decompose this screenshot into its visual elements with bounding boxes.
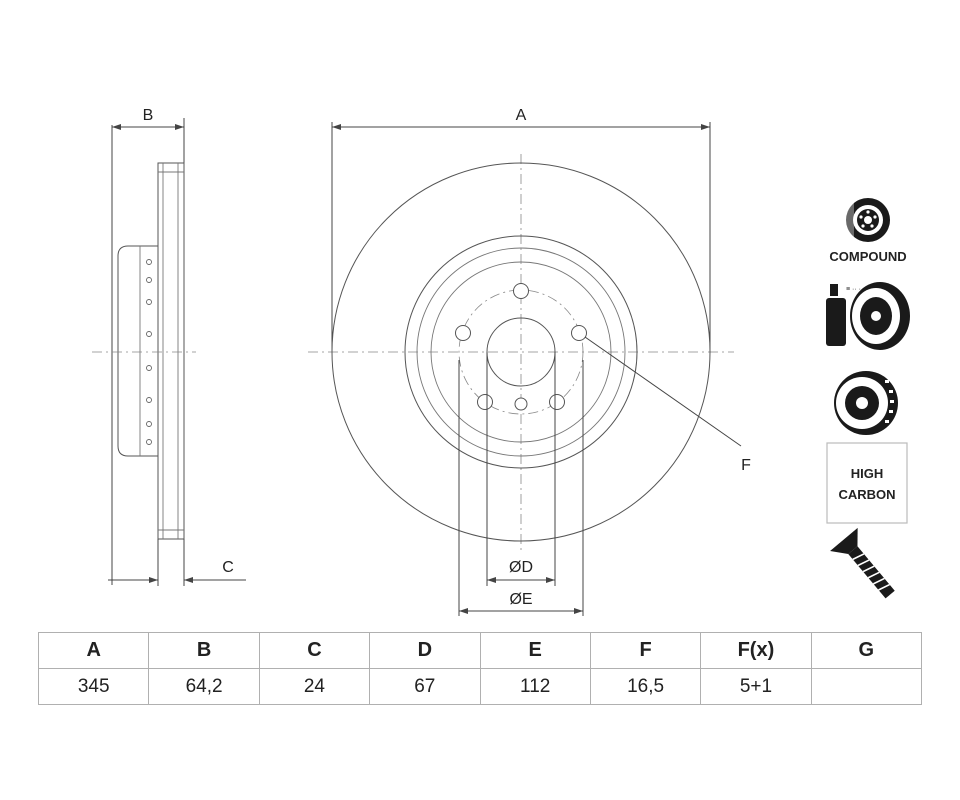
table-cell: 64,2: [148, 668, 260, 705]
dimension-f-label: F: [741, 457, 751, 474]
dimension-e-label: ØE: [509, 591, 532, 608]
table-row: 345 64,2 24 67 112 16,5 5+1: [37, 668, 923, 705]
high-carbon-badge: HIGH CARBON: [826, 442, 908, 524]
svg-text:≡ ·· ·: ≡ ·· ·: [846, 286, 861, 293]
table-cell: 24: [258, 668, 371, 705]
dimension-d-label: ØD: [509, 559, 533, 576]
dimension-c-label: C: [222, 559, 234, 576]
table-header-cell: E: [479, 632, 591, 669]
dimension-a-label: A: [516, 107, 527, 124]
table-header-cell: G: [810, 632, 923, 669]
table-header-cell: B: [148, 632, 260, 669]
compound-label: COMPOUND: [829, 249, 906, 264]
table-cell: 16,5: [589, 668, 702, 705]
table-header-cell: F(x): [700, 632, 812, 669]
table-header-cell: D: [369, 632, 481, 669]
technical-drawing: B C: [92, 107, 910, 616]
vented-disc-icon: [834, 371, 898, 435]
spec-table: A B C D E F F(x) G 345 64,2 24 67 112 16…: [37, 632, 923, 705]
compound-disc-icon: COMPOUND: [829, 198, 907, 264]
table-header-cell: C: [258, 632, 371, 669]
table-header-cell: F: [589, 632, 702, 669]
table-cell: [810, 668, 923, 705]
table-header-cell: A: [37, 632, 150, 669]
side-view: B C: [92, 107, 246, 586]
screw-icon: [830, 527, 895, 599]
table-cell: 67: [369, 668, 481, 705]
high-carbon-line1: HIGH: [851, 466, 884, 481]
table-header-row: A B C D E F F(x) G: [37, 632, 923, 669]
coated-disc-icon: ≡ ·· ·: [826, 282, 910, 350]
high-carbon-line2: CARBON: [838, 487, 895, 502]
front-view: A F ØD: [308, 107, 751, 616]
table-cell: 5+1: [700, 668, 812, 705]
table-cell: 345: [37, 668, 150, 705]
table-cell: 112: [479, 668, 591, 705]
dimension-b-label: B: [143, 107, 154, 124]
